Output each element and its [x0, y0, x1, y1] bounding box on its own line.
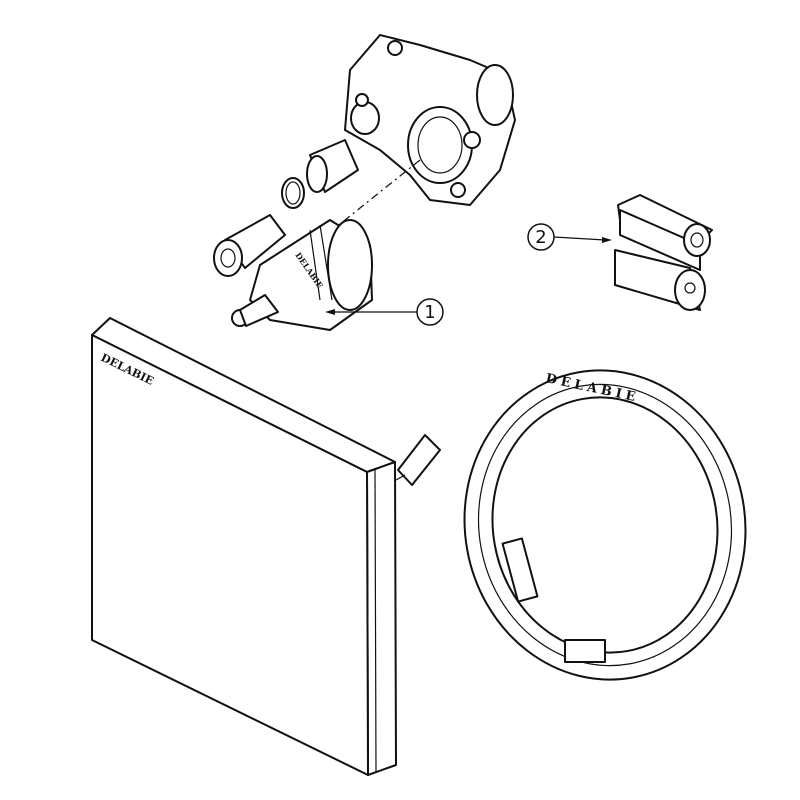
mounting-ring: DELABIE: [463, 369, 747, 681]
callout-2-number: 2: [535, 227, 546, 248]
valve-body: [319, 34, 516, 241]
cartridge: DELABIE: [231, 219, 373, 331]
solenoid: [213, 214, 286, 277]
callout-1: 1: [325, 298, 444, 326]
callout-1-number: 1: [424, 302, 435, 323]
front-panel: DELABIE: [91, 317, 441, 776]
tube-and-oring: [281, 139, 359, 209]
callout-2: 2: [527, 223, 612, 251]
filter-cylinders: [614, 194, 713, 311]
